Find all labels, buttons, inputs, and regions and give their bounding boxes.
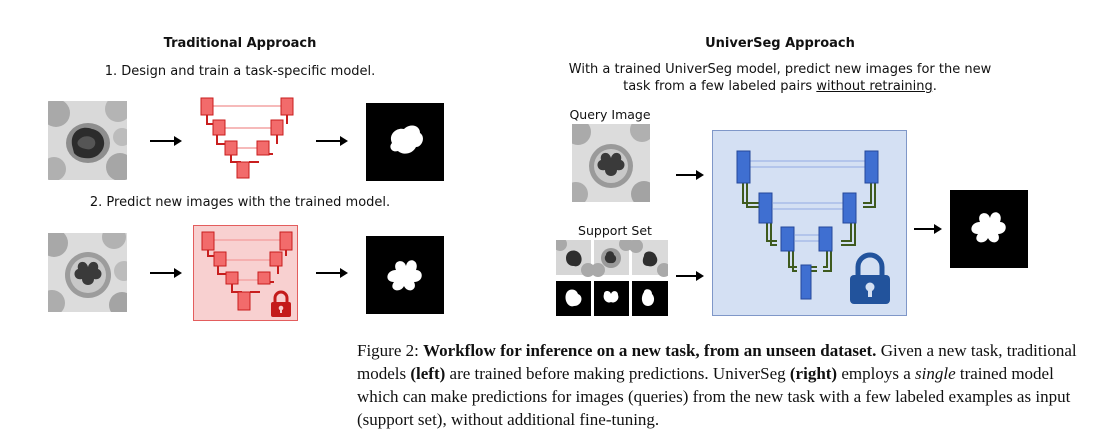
without-retraining-text: without retraining [816,79,933,94]
support-set-label: Support Set [578,223,652,238]
caption-left: (left) [410,364,446,383]
caption-right: (right) [789,364,838,383]
input-cell-image-1 [48,101,127,180]
right-arrow-icon [316,268,348,278]
universeg-title: UniverSeg Approach [705,36,855,51]
query-image-label: Query Image [569,107,651,122]
figure-label: Figure 2: [357,341,424,360]
caption-text-3: employs a [837,364,916,383]
trained-model-box [193,225,298,321]
right-arrow-icon [316,136,348,146]
predicted-mask-image-1 [366,103,444,181]
desc-line2-prefix: task from a few labeled pairs [623,79,817,94]
query-image [572,124,650,202]
caption-text-1: Given a new task, traditional models [357,341,1077,383]
support-image [556,240,595,277]
right-arrow-icon [676,271,704,281]
right-arrow-icon [676,170,704,180]
right-arrow-icon [914,224,942,234]
lock-icon [849,251,891,305]
caption-italic-single: single [915,364,956,383]
predicted-mask-image-2 [366,236,444,314]
traditional-title: Traditional Approach [163,36,317,51]
lock-icon [270,290,292,318]
caption-text-2: are trained before making predictions. U… [445,364,790,383]
support-set-grid [556,240,668,316]
traditional-step1: 1. Design and train a task-specific mode… [104,64,376,79]
universeg-model-box [712,130,907,316]
right-arrow-icon [150,268,182,278]
desc-line2-suffix: . [932,79,937,94]
universeg-description-line1: With a trained UniverSeg model, predict … [568,62,992,77]
input-cell-image-2 [48,233,127,312]
traditional-step2: 2. Predict new images with the trained m… [89,195,391,210]
caption-bold-title: Workflow for inference on a new task, fr… [423,341,877,360]
right-arrow-icon [150,136,182,146]
universeg-description-line2: task from a few labeled pairs without re… [540,79,1020,94]
universeg-prediction-mask [950,190,1028,268]
figure-caption: Figure 2: Workflow for inference on a ne… [357,339,1097,431]
traditional-unet-diagram [193,96,303,186]
